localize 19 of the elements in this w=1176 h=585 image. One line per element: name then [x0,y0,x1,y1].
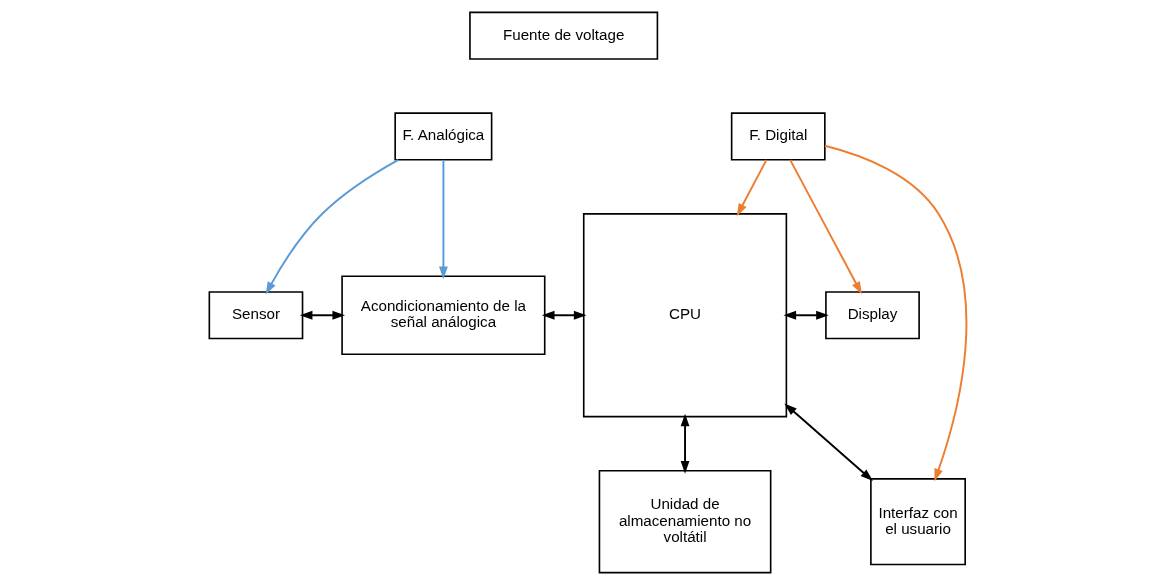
arrow [299,310,346,320]
node-box: Display [825,291,920,340]
node-box: CPU [582,213,788,418]
node-box: Interfaz con el usuario [870,478,966,566]
node-box: Fuente de voltage [469,11,659,60]
arrow [736,158,768,217]
node-box: Unidad de almacenamiento no voltátil [598,469,772,574]
node-box: Acondicionamiento de la señal análogica [341,275,546,356]
node-box: F. Digital [730,112,826,161]
arrow [823,144,968,482]
arrow [783,310,829,320]
node-box: Sensor [208,291,304,340]
arrow [265,158,400,295]
arrow [439,158,448,280]
arrow [680,413,690,474]
arrow [789,158,862,295]
node-box: F. Analógica [394,112,493,161]
arrow [541,310,587,320]
arrow [784,403,873,482]
